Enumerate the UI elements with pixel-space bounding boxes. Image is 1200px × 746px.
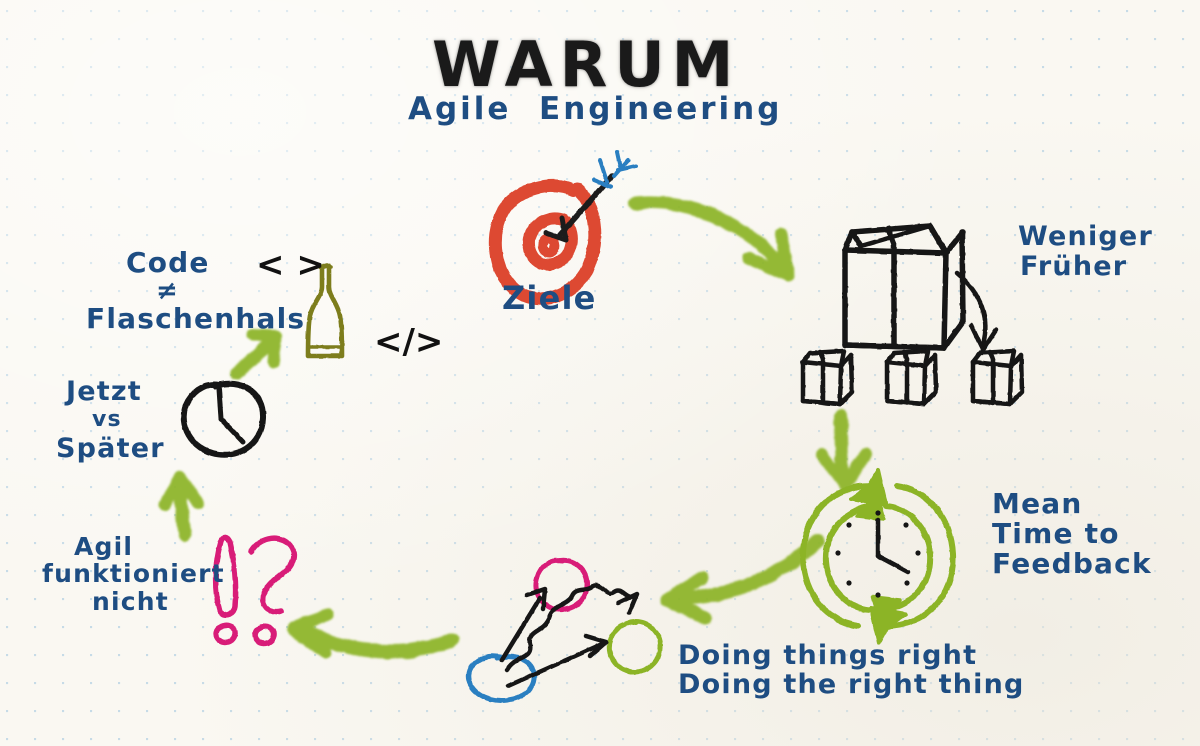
label-funktioniert: funktioniert [42, 559, 225, 588]
label-ziele: Ziele [502, 279, 597, 317]
flow-arrow-agil-to-clock [159, 471, 204, 542]
bottle-icon [305, 263, 345, 359]
label-doing-the-right-thing: Doing the right thing [678, 669, 1025, 700]
label-mean: Mean [992, 487, 1083, 520]
label-spaeter: Später [56, 433, 165, 464]
code-open-bracket: < > [256, 245, 325, 285]
clock-icon [180, 380, 267, 458]
paths-circles-icon [465, 557, 663, 703]
label-feedback: Feedback [992, 547, 1152, 580]
label-code: Code [126, 246, 210, 279]
cube-split-into-small-cubes-icon [842, 223, 966, 351]
page-subtitle: Agile Engineering [408, 91, 783, 127]
label-agil: Agil [74, 532, 134, 561]
target-with-arrow-icon [488, 150, 638, 306]
label-weniger: Weniger [1018, 221, 1153, 252]
label-vs: vs [92, 407, 122, 432]
cycle-clock-icon [799, 468, 957, 645]
code-close-bracket: </> [374, 322, 444, 362]
flow-arrow-ziele-to-cubes [629, 195, 795, 282]
small-cubes-group [800, 348, 1025, 407]
label-jetzt: Jetzt [66, 376, 142, 407]
label-nicht: nicht [92, 587, 169, 616]
flow-arrow-clock-to-bottle [230, 329, 282, 380]
flow-arrow-feedback-to-circles [660, 533, 825, 625]
flow-arrow-circles-to-agil [286, 607, 459, 659]
label-frueher: Früher [1020, 251, 1128, 282]
label-doing-things-right: Doing things right [678, 640, 978, 671]
label-not-equal: ≠ [156, 276, 179, 306]
flow-arrow-cubes-to-feedback [816, 409, 872, 492]
label-flaschenhals: Flaschenhals [86, 302, 306, 335]
exclamation-question-icon [212, 534, 297, 647]
split-arrow-icon [954, 270, 999, 353]
label-time-to: Time to [992, 517, 1120, 550]
clock-face-dots [835, 510, 921, 598]
page-title: WARUM [432, 28, 741, 101]
